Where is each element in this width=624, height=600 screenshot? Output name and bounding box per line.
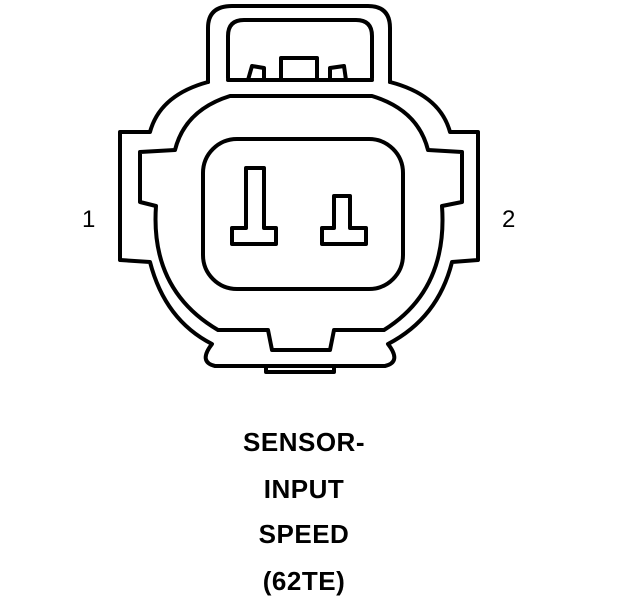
terminal-pin-2 (320, 194, 368, 246)
latch-left-nub (246, 64, 266, 82)
terminal-pin-1 (230, 166, 278, 246)
locking-tab-outline (206, 4, 392, 84)
latch-right-nub (328, 64, 348, 82)
outer-housing (118, 80, 480, 368)
locking-tab-inner (226, 18, 374, 80)
socket-cavity (201, 137, 405, 291)
connector-face-drawing (118, 4, 480, 374)
caption-line-speed: SPEED (258, 519, 350, 549)
inner-housing (138, 94, 464, 352)
pin-1-label: 1 (82, 206, 96, 233)
caption-line-input: INPUT (263, 474, 345, 504)
latch-block (279, 56, 319, 82)
bottom-key-outline (264, 364, 336, 374)
pin-2-label: 2 (502, 206, 516, 233)
caption-line-sensor: SENSOR- (243, 427, 365, 457)
caption-line-model: (62TE) (262, 566, 346, 596)
